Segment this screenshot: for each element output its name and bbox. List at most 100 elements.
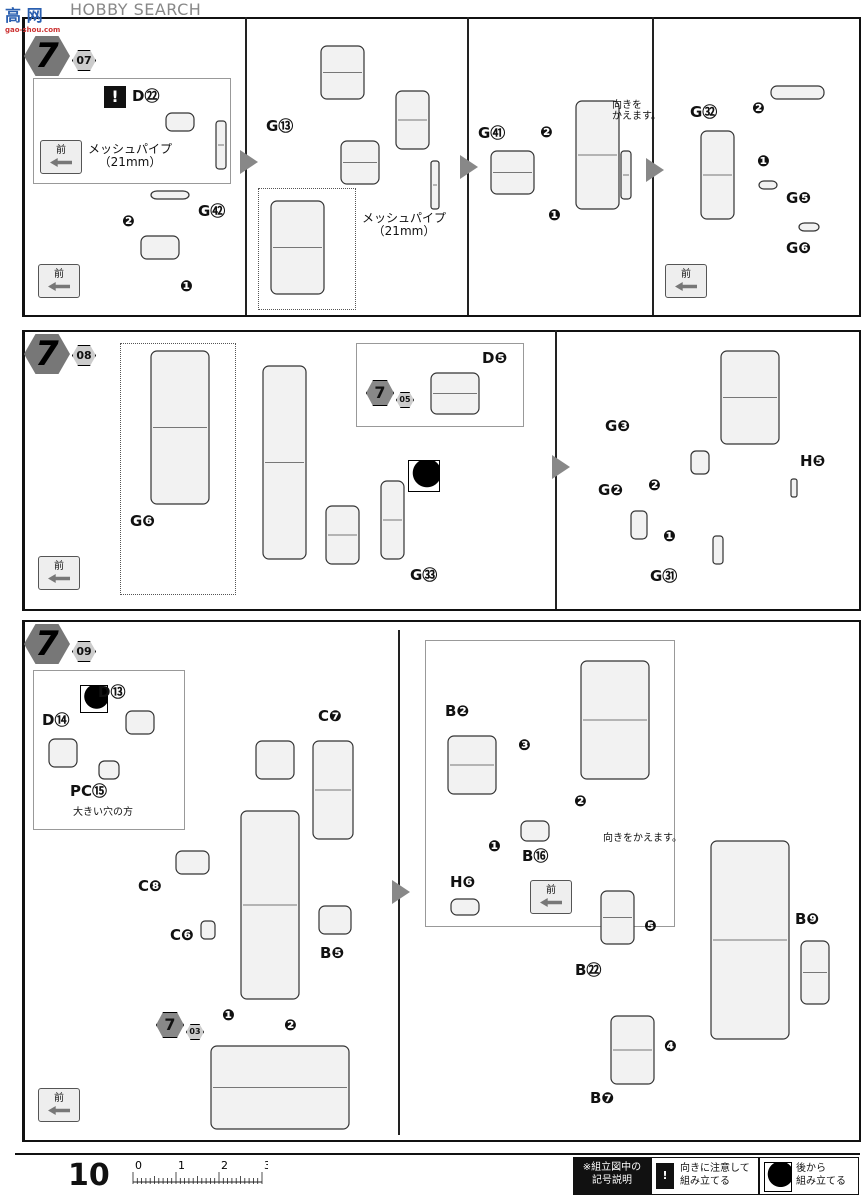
page-number: 10 [68, 1158, 110, 1193]
part-label: D⑭ [42, 711, 70, 729]
detail-box [120, 343, 236, 595]
part-illustration [800, 940, 830, 1005]
part-illustration [575, 100, 620, 210]
part-illustration [770, 85, 825, 100]
part-label: ❸ [518, 736, 531, 754]
part-label: G❸ [605, 417, 631, 435]
exclamation-icon: ! [656, 1163, 674, 1189]
part-label: ❷ [752, 99, 765, 117]
part-illustration [798, 222, 820, 232]
part-label: H❺ [800, 452, 826, 470]
legend-rear-text: 後から 組み立てる [796, 1163, 846, 1187]
part-illustration [215, 120, 227, 170]
part-illustration [710, 840, 790, 1040]
part-label: B⑯ [522, 847, 549, 865]
watermark-brand: HOBBY SEARCH [70, 0, 202, 19]
ruler-label: 0 [135, 1159, 142, 1172]
part-illustration [447, 735, 497, 795]
step-number-badge: 7 [24, 624, 70, 664]
part-illustration [395, 90, 430, 150]
part-label: メッシュパイプ （21mm） [362, 211, 447, 239]
legend-caution-text: 向きに注意して 組み立てる [680, 1163, 750, 1187]
part-illustration [320, 45, 365, 100]
front-label: 前 [56, 145, 66, 156]
rear-assembly-icon [80, 685, 108, 713]
part-label: G㉛ [650, 567, 678, 585]
part-label: C❻ [170, 926, 194, 944]
part-label: ❷ [648, 476, 661, 494]
part-illustration [630, 510, 648, 540]
part-label: D㉒ [132, 87, 160, 105]
part-illustration [312, 740, 354, 840]
part-illustration [98, 760, 120, 780]
front-label: 前 [54, 1093, 64, 1104]
part-label: D❺ [482, 349, 508, 367]
logo-text: 高 网 [5, 6, 43, 25]
front-label: 前 [681, 269, 691, 280]
part-label: ❷ [122, 212, 135, 230]
detail-box [258, 188, 356, 310]
part-illustration [140, 235, 180, 260]
part-label: G❷ [598, 481, 624, 499]
legend-item-rear: 後から 組み立てる [759, 1157, 859, 1195]
part-label: B❼ [590, 1089, 615, 1107]
part-illustration [165, 112, 195, 132]
part-label: ❷ [540, 123, 553, 141]
part-illustration [270, 200, 325, 295]
arrow-icon [675, 282, 697, 291]
part-label: C❼ [318, 707, 342, 725]
part-illustration [450, 898, 480, 916]
part-illustration [610, 1015, 655, 1085]
part-label: ❶ [548, 206, 561, 224]
part-label: B㉒ [575, 961, 602, 979]
part-illustration [700, 130, 735, 220]
part-label: 大きい穴の方 [73, 807, 133, 818]
front-indicator: 前 [38, 1088, 80, 1122]
ruler-label: 3 [264, 1159, 268, 1172]
front-label: 前 [54, 269, 64, 280]
part-label: ❶ [222, 1006, 235, 1024]
ref-sub-badge: 05 [396, 392, 414, 408]
next-arrow [646, 158, 664, 182]
watermark-logo: 高 网 gao-shou.com [5, 2, 67, 34]
part-label: B❺ [320, 944, 345, 962]
caution-icon: ! [104, 86, 126, 108]
part-label: G❺ [786, 189, 812, 207]
footer-rule [15, 1153, 860, 1155]
arrow-icon [540, 898, 562, 907]
part-illustration [490, 150, 535, 195]
part-illustration [580, 660, 650, 780]
ruler-label: 2 [221, 1159, 228, 1172]
front-indicator: 前 [530, 880, 572, 914]
part-illustration [175, 850, 210, 875]
part-label: ❷ [284, 1016, 297, 1034]
part-illustration [340, 140, 380, 185]
part-illustration [48, 738, 78, 768]
part-label: ❺ [644, 917, 657, 935]
part-illustration [520, 820, 550, 842]
rear-assembly-icon [408, 460, 440, 492]
part-label: ❶ [757, 152, 770, 170]
step-sub-badge: 09 [72, 641, 96, 662]
part-label: C❽ [138, 877, 162, 895]
arrow-icon [48, 1106, 70, 1115]
logo-url: gao-shou.com [5, 26, 61, 34]
part-illustration [600, 890, 635, 945]
front-indicator: 前 [38, 556, 80, 590]
part-illustration [620, 150, 632, 200]
next-arrow [392, 880, 410, 904]
part-label: G㊷ [198, 202, 226, 220]
part-illustration [325, 505, 360, 565]
part-label: H❻ [450, 873, 476, 891]
part-illustration [318, 905, 352, 935]
ref-sub-badge: 03 [186, 1024, 204, 1040]
part-illustration [200, 920, 216, 940]
front-indicator: 前 [40, 140, 82, 174]
half-circle-icon [764, 1162, 792, 1192]
next-arrow [460, 155, 478, 179]
part-illustration [720, 350, 780, 445]
part-label: ❶ [663, 527, 676, 545]
legend-item-caution: ! 向きに注意して 組み立てる [651, 1157, 759, 1195]
part-illustration [690, 450, 710, 475]
